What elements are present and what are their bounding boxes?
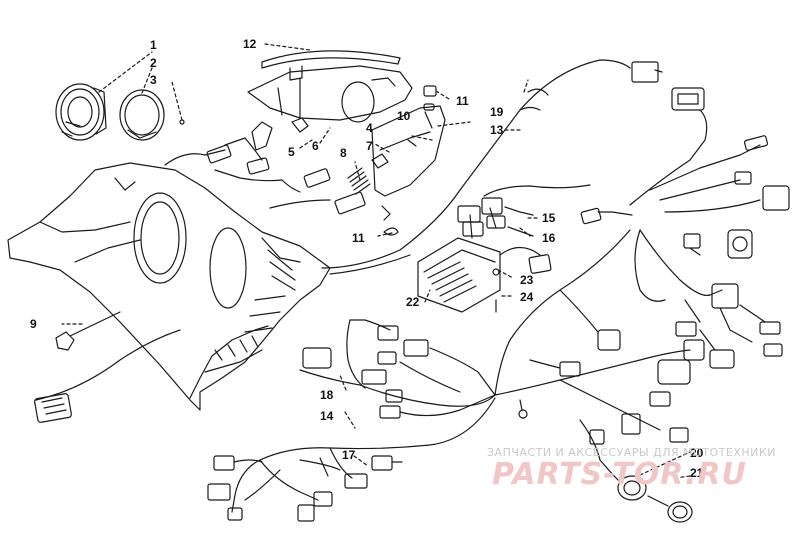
callout-13: 13 [490,123,504,137]
watermark-caption: ЗАПЧАСТИ И АКСЕССУАРЫ ДЛЯ МОТОТЕХНИКИ [487,446,776,459]
upper-harness [321,59,663,275]
hood-housing [7,162,331,411]
callout-11-top: 11 [456,94,469,108]
strip-part [261,43,401,69]
callout-17: 17 [342,448,356,462]
callout-19: 19 [490,105,504,119]
callout-8: 8 [340,146,347,160]
spring-and-bulb [347,153,389,195]
callout-16: 16 [542,231,556,245]
callout-1: 1 [150,38,157,52]
watermark-logo: PARTS-TOR.RU [492,457,747,492]
callout-4: 4 [366,121,373,135]
callout-15: 15 [542,211,556,225]
callout-20: 20 [690,446,704,460]
bulb-socket [251,117,309,151]
lower-harness [207,229,693,523]
callout-2: 2 [150,56,157,70]
callout-7: 7 [366,139,373,153]
leader-lines [61,121,691,479]
lens-housing [371,105,446,197]
relay-assembly [457,184,591,239]
callout-23: 23 [520,273,534,287]
voltage-regulator [417,237,552,313]
callout-10: 10 [397,109,411,123]
callout-18: 18 [320,388,334,402]
callout-5: 5 [288,145,295,159]
hood-harness [164,137,366,215]
callout-6: 6 [312,139,319,153]
headlight-assembly [55,51,185,141]
right-harness [580,87,790,369]
callout-3: 3 [150,73,157,87]
callout-14: 14 [320,409,334,423]
callout-11-bottom: 11 [352,231,365,245]
callout-21: 21 [690,466,704,480]
callout-22: 22 [406,295,420,309]
callout-12: 12 [243,37,257,51]
callout-9: 9 [30,317,37,331]
callout-24: 24 [520,290,534,304]
switch-and-cable [34,311,181,423]
headlight-mount [247,65,413,123]
clip-parts [381,85,450,236]
